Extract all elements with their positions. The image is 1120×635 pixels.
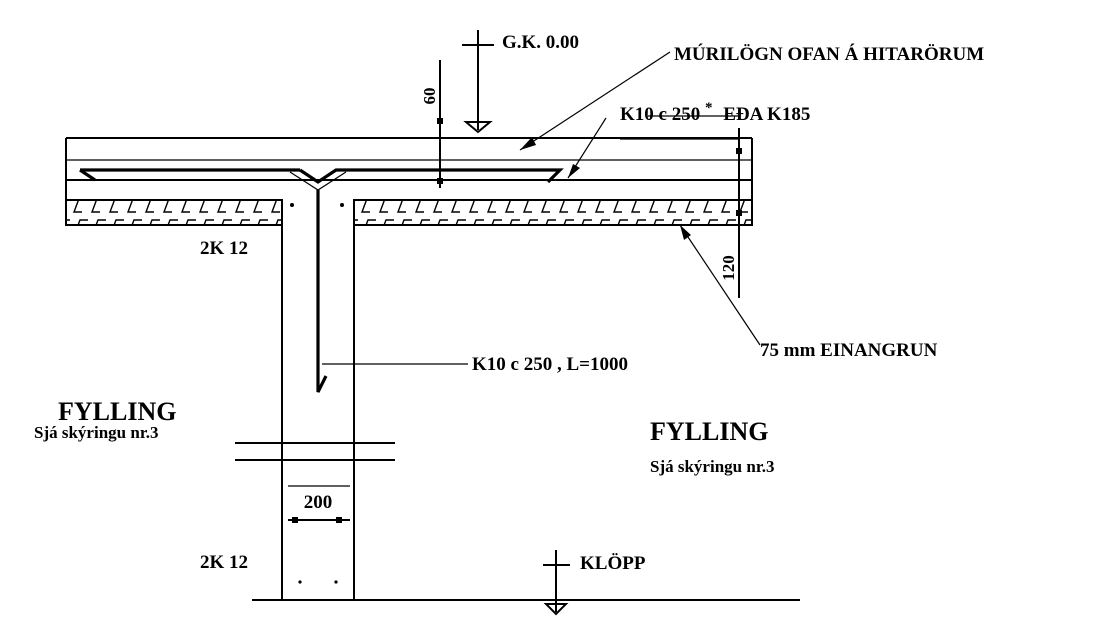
arrow-icon <box>679 224 761 346</box>
level-marker-icon <box>543 550 570 616</box>
dim-120-label: 120 <box>719 255 738 281</box>
rebar-dot <box>298 580 302 584</box>
insulation-hatch-icon <box>65 199 753 226</box>
level-marker-icon <box>462 30 494 134</box>
dim-200-label: 200 <box>304 492 333 513</box>
k10-top-alt: EÐA K185 <box>723 104 810 125</box>
arrow-icon <box>567 117 607 179</box>
fylling-right-label: FYLLING <box>650 417 768 446</box>
einangrun-label: 75 mm EINANGRUN <box>760 340 938 361</box>
vertical-bar <box>316 190 468 393</box>
arrow-icon <box>519 51 671 151</box>
dimension-60 <box>437 60 443 188</box>
k10-top-text: K10 c 250 <box>620 104 700 125</box>
floor-slab <box>65 137 753 225</box>
murilogn-label: MÚRILÖGN OFAN Á HITARÖRUM <box>674 43 984 65</box>
foundation-wall <box>235 200 800 601</box>
rebar-dot <box>340 203 344 207</box>
dim-60-label: 60 <box>420 88 439 105</box>
fylling-left-label: FYLLING <box>58 397 176 426</box>
dimension-200 <box>288 485 350 523</box>
klopp-label: KLÖPP <box>580 553 646 574</box>
gk-label: G.K. 0.00 <box>502 32 579 53</box>
k12-top-label: 2K 12 <box>200 238 248 259</box>
k12-bottom-label: 2K 12 <box>200 552 248 573</box>
dimension-120 <box>736 128 742 298</box>
rebar-dot <box>334 580 338 584</box>
sja-right-label: Sjá skýringu nr.3 <box>650 457 775 476</box>
k10-top-mark: * <box>705 100 713 116</box>
k10-top-label: K10 c 250 * EÐA K185 <box>620 96 810 125</box>
sja-left-label: Sjá skýringu nr.3 <box>34 423 159 442</box>
top-reinforcement <box>79 168 564 191</box>
k10-bar-label: K10 c 250 , L=1000 <box>472 354 628 375</box>
rebar-dot <box>290 203 294 207</box>
